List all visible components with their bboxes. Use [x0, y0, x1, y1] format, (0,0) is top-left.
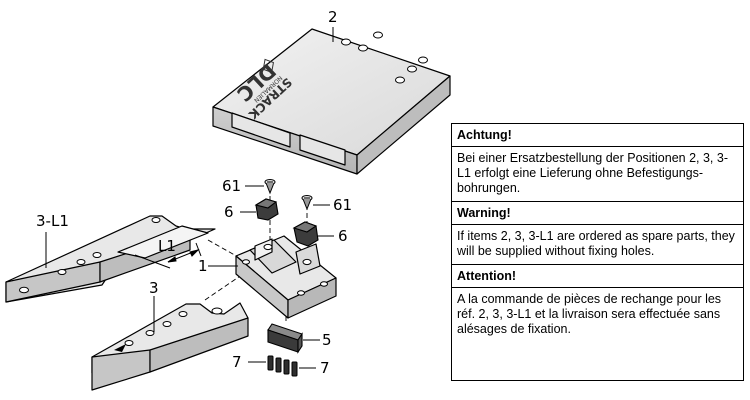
notice-german-text: Bei einer Ersatzbestellung der Positione…: [457, 151, 728, 195]
bar-part-3-l1: [5, 215, 216, 303]
guide-block-part-1: [235, 235, 337, 319]
cover-plate-part-2: [212, 28, 451, 175]
label-part-1: 1: [198, 257, 208, 275]
notice-english: Warning! If items 2, 3, 3-L1 are ordered…: [452, 202, 743, 265]
wear-pad-left-part-6: [254, 198, 279, 221]
notice-french-text: A la commande de pièces de rechange pour…: [457, 292, 722, 336]
label-part-7-left: 7: [232, 353, 242, 371]
notice-german: Achtung! Bei einer Ersatzbestellung der …: [452, 124, 743, 202]
notice-french: Attention! A la commande de pièces de re…: [452, 265, 743, 342]
diamond-icon: [262, 58, 274, 74]
label-part-3: 3: [149, 279, 159, 297]
screw-right-part-61: [301, 195, 313, 211]
notice-english-heading: Warning!: [452, 202, 743, 225]
screw-left-part-61: [264, 179, 276, 195]
label-part-5: 5: [322, 331, 332, 349]
label-part-61-right: 61: [333, 196, 352, 214]
wear-pad-right-part-6: [292, 221, 319, 247]
notice-german-heading: Achtung!: [452, 124, 743, 147]
label-part-2: 2: [328, 8, 338, 26]
label-part-7-right: 7: [320, 359, 330, 377]
label-dim-l1: L1: [158, 237, 176, 255]
dimension-l1: [134, 242, 202, 269]
label-part-61-left: 61: [222, 177, 241, 195]
label-part-6-right: 6: [338, 227, 348, 245]
label-part-3-l1: 3-L1: [36, 212, 69, 230]
pins-part-7: [267, 355, 298, 377]
notice-french-heading: Attention!: [452, 265, 743, 288]
label-part-6-left: 6: [224, 203, 234, 221]
bar-part-3: [91, 302, 249, 391]
notice-english-text: If items 2, 3, 3-L1 are ordered as spare…: [457, 229, 735, 258]
gib-strip-part-5: [267, 323, 303, 354]
spare-parts-notice: Achtung! Bei einer Ersatzbestellung der …: [451, 123, 744, 381]
